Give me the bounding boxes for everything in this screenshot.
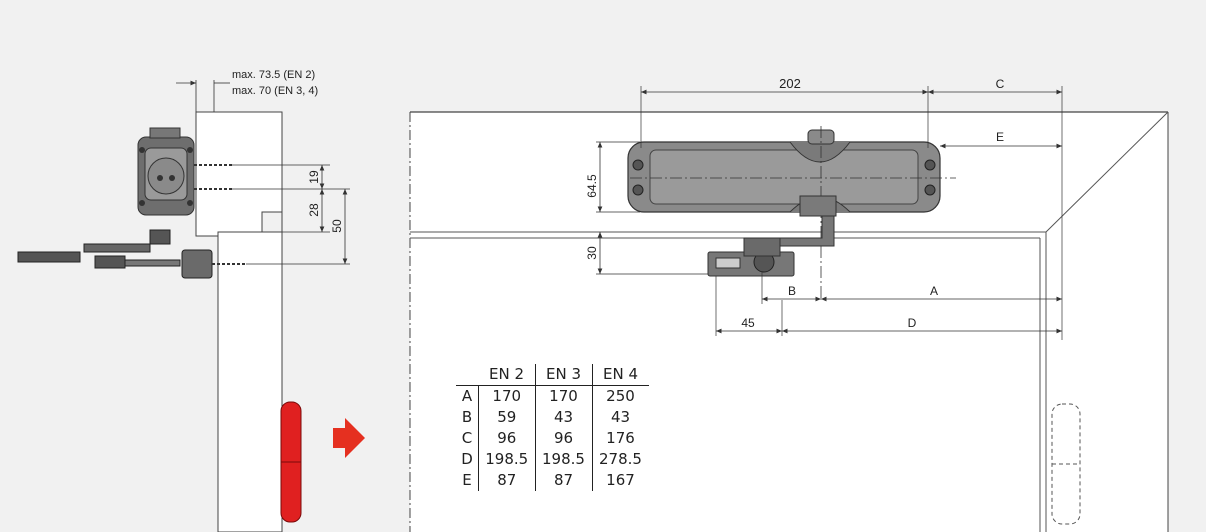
dim-a: A: [930, 284, 938, 298]
dimension-table: EN 2 EN 3 EN 4 A 170 170 250 B 59 43 43 …: [456, 364, 649, 491]
dim-50: 50: [330, 219, 344, 233]
table-cell: 87: [497, 471, 517, 489]
table-corner: [456, 364, 479, 386]
table-cell: 278.5: [591, 449, 649, 470]
table-cell: 167: [591, 470, 649, 491]
table-row: C 96 96 176: [456, 428, 649, 449]
closer-front-view: [627, 126, 956, 300]
arm-front-view: [707, 195, 837, 277]
dim-28: 28: [307, 203, 321, 217]
dim-e: E: [996, 130, 1004, 144]
dim-64-5: 64.5: [585, 174, 599, 198]
arrow-right-icon: [333, 418, 365, 458]
max-note-2: max. 70 (EN 3, 4): [232, 85, 318, 97]
table-row: E 87 87 167: [456, 470, 649, 491]
table-cell: 176: [591, 428, 649, 449]
table-header-row: EN 2 EN 3 EN 4: [456, 364, 649, 386]
table-row: B 59 43 43: [456, 407, 649, 428]
dim-45: 45: [741, 316, 755, 330]
front-view: 202 C E 64.5 30 B A 45 D: [409, 76, 1169, 532]
table-cell: 170: [492, 387, 522, 405]
closer-side-view: [137, 127, 232, 216]
dim-30: 30: [585, 246, 599, 260]
table-cell: 170: [534, 385, 592, 407]
table-row: A 170 170 250: [456, 385, 649, 407]
dim-c: C: [996, 77, 1005, 91]
table-row: D 198.5 198.5 278.5: [456, 449, 649, 470]
table-cell: 59: [497, 408, 517, 426]
dim-d: D: [908, 316, 917, 330]
frame-rebate: [261, 211, 283, 233]
table-header-en3: EN 3: [534, 364, 592, 386]
arm-side-view: [17, 229, 246, 279]
table-cell: 198.5: [485, 450, 529, 468]
row-label: D: [456, 449, 479, 470]
dim-202: 202: [779, 76, 801, 91]
row-label: A: [456, 385, 479, 407]
table-cell: 96: [534, 428, 592, 449]
table-cell: 87: [534, 470, 592, 491]
table-cell: 43: [534, 407, 592, 428]
row-label: C: [456, 428, 479, 449]
table-header-en2: EN 2: [478, 364, 535, 386]
table-cell: 96: [497, 429, 517, 447]
table-header-en4: EN 4: [591, 364, 649, 386]
table-cell: 43: [591, 407, 649, 428]
table-cell: 198.5: [534, 449, 592, 470]
row-label: E: [456, 470, 479, 491]
row-label: B: [456, 407, 479, 428]
door-leaf-profile: [217, 231, 283, 532]
dim-19: 19: [307, 170, 321, 184]
side-view: max. 73.5 (EN 2) max. 70 (EN 3, 4) 19 28…: [17, 69, 350, 532]
max-note-1: max. 73.5 (EN 2): [232, 69, 315, 81]
table-cell: 250: [591, 385, 649, 407]
dim-b: B: [788, 284, 796, 298]
